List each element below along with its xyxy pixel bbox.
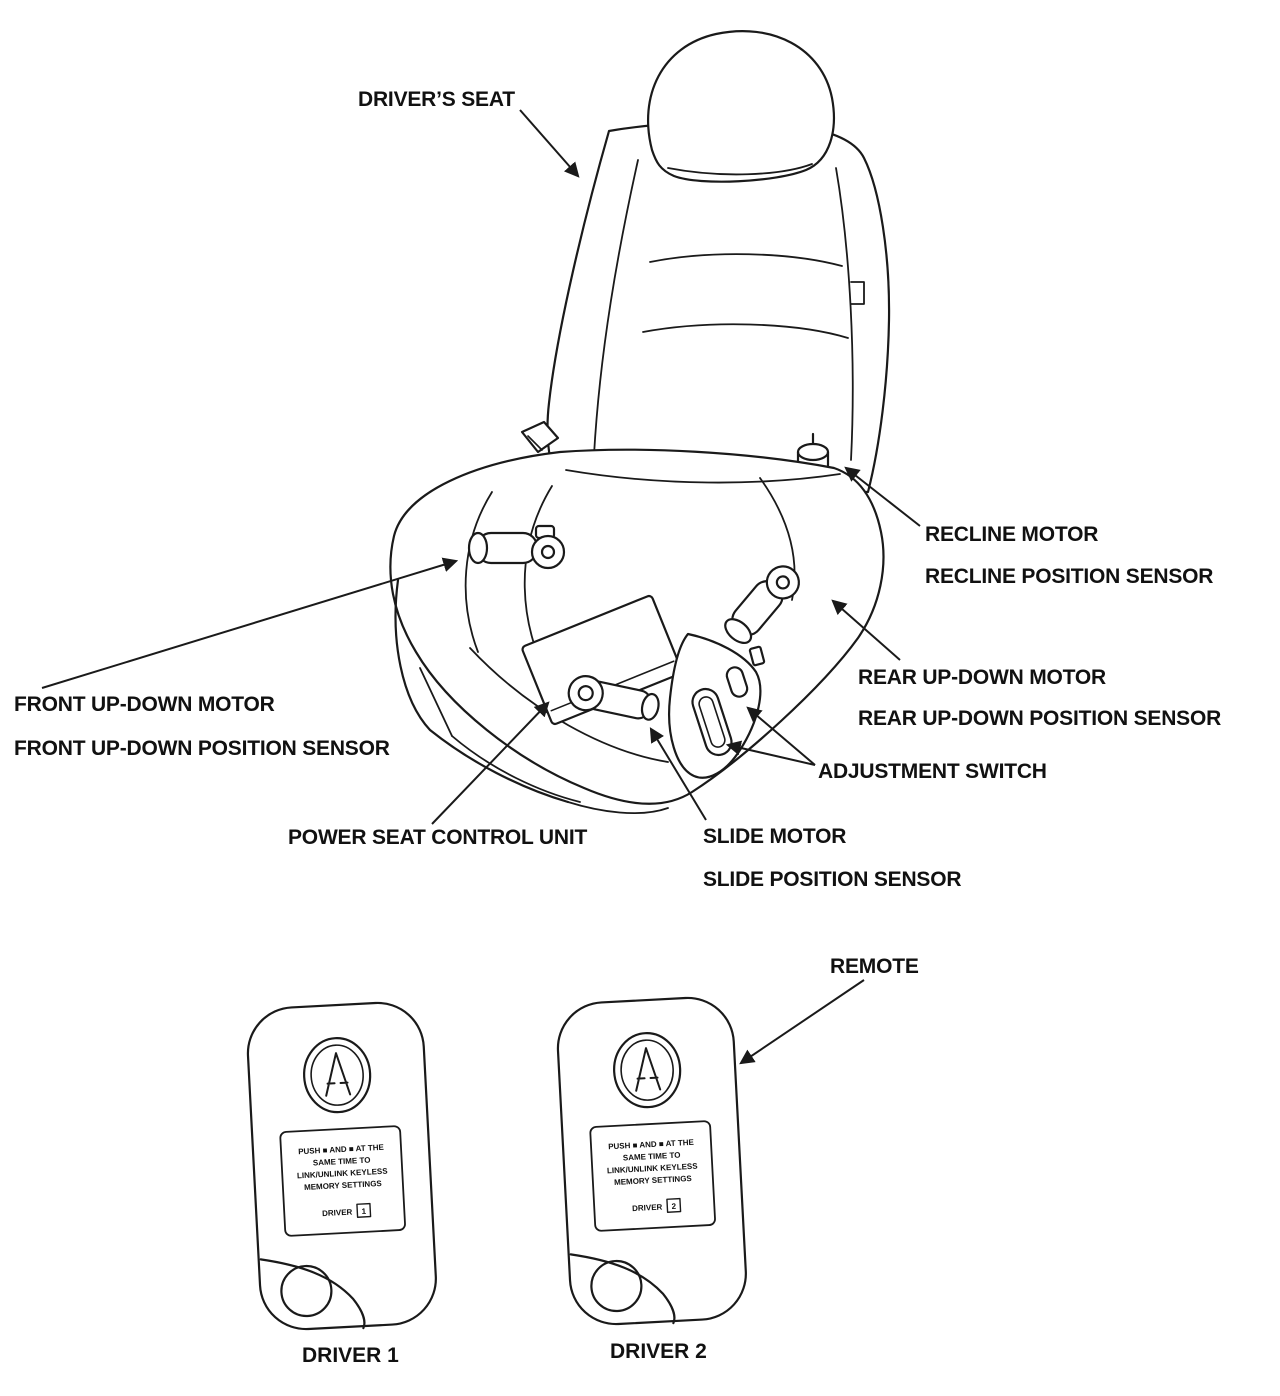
seat-base — [394, 578, 669, 815]
fob-body — [556, 996, 747, 1326]
label-rear-up-down-motor: REAR UP-DOWN MOTOR — [858, 666, 1107, 689]
leader-rear-up-down — [831, 599, 901, 661]
remote-driver-1-illustration: PUSH ■ AND ■ AT THE SAME TIME TO LINK/UN… — [246, 1001, 437, 1331]
label-drivers-seat: DRIVER’S SEAT — [358, 88, 515, 111]
slide-motor-part — [567, 675, 660, 721]
label-recline-motor: RECLINE MOTOR — [925, 523, 1099, 546]
leader-adjustment-switch-a — [746, 706, 816, 766]
fob-body — [246, 1001, 437, 1331]
fob-driver-number: 2 — [671, 1202, 676, 1211]
headrest — [647, 30, 836, 183]
front-up-down-motor-part — [467, 524, 566, 570]
fob-button — [280, 1264, 333, 1318]
label-slide-position-sensor: SLIDE POSITION SENSOR — [703, 868, 962, 891]
leader-adjustment-switch-b — [725, 740, 816, 766]
fob-driver-word: DRIVER — [632, 1203, 663, 1214]
fob-label-plate — [589, 1120, 716, 1232]
adjustment-switch-part — [668, 632, 766, 779]
label-power-seat-control-unit: POWER SEAT CONTROL UNIT — [288, 826, 588, 849]
label-recline-position-sensor: RECLINE POSITION SENSOR — [925, 565, 1214, 588]
fob-label-line-2: SAME TIME TO — [313, 1156, 371, 1168]
fob-panel-seam — [259, 1258, 366, 1330]
seat-back — [546, 121, 891, 494]
leader-recline — [844, 466, 921, 527]
label-adjustment-switch: ADJUSTMENT SWITCH — [818, 760, 1047, 783]
seat-latch-tab — [520, 420, 560, 454]
leader-control-unit — [431, 701, 550, 825]
caption-driver-2: DRIVER 2 — [610, 1340, 707, 1363]
remote-driver-2-illustration: PUSH ■ AND ■ AT THE SAME TIME TO LINK/UN… — [556, 996, 747, 1326]
fob-driver-number: 1 — [361, 1207, 366, 1216]
fob-label-line-2: SAME TIME TO — [623, 1151, 681, 1163]
fob-driver-word: DRIVER — [322, 1208, 353, 1219]
acura-logo-icon — [613, 1032, 682, 1109]
leader-front-up-down — [41, 557, 459, 689]
rear-up-down-motor-part — [724, 565, 800, 644]
fob-label-line-4: MEMORY SETTINGS — [614, 1174, 693, 1187]
label-slide-motor: SLIDE MOTOR — [703, 825, 847, 848]
fob-panel-seam — [569, 1253, 676, 1325]
fob-driver-number-box — [356, 1202, 372, 1218]
fob-label-plate — [279, 1125, 406, 1237]
label-remote: REMOTE — [830, 955, 919, 978]
leader-lines — [41, 109, 921, 1065]
fob-driver-number-box — [666, 1197, 682, 1213]
leader-drivers-seat — [519, 109, 580, 178]
label-rear-up-down-position-sensor: REAR UP-DOWN POSITION SENSOR — [858, 707, 1222, 730]
seat-illustration — [389, 30, 891, 815]
caption-driver-1: DRIVER 1 — [302, 1344, 399, 1367]
leader-slide-motor — [649, 727, 707, 821]
leader-remote — [739, 979, 865, 1065]
acura-logo-icon — [303, 1037, 372, 1114]
label-front-up-down-motor: FRONT UP-DOWN MOTOR — [14, 693, 275, 716]
label-front-up-down-position-sensor: FRONT UP-DOWN POSITION SENSOR — [14, 737, 390, 760]
fob-button — [590, 1259, 643, 1313]
fob-label-line-4: MEMORY SETTINGS — [304, 1179, 383, 1192]
